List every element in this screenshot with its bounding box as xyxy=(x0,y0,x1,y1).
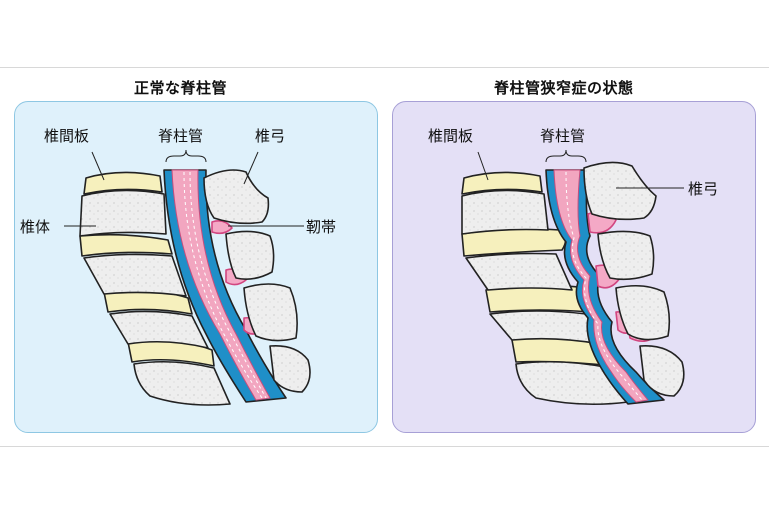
spinal-cord xyxy=(171,169,271,401)
stenosis-panel-title: 脊柱管狭窄症の状態 xyxy=(494,79,634,97)
vertebral-body xyxy=(489,310,601,345)
ligament xyxy=(211,220,233,235)
stenosis-arch-label: 椎弓 xyxy=(688,180,719,198)
vertebral-arch xyxy=(269,344,311,393)
normal-spine xyxy=(79,169,311,406)
vertebral-body xyxy=(109,310,209,349)
vertebral-arch xyxy=(583,161,657,221)
intervertebral-disc xyxy=(461,171,543,195)
vertebral-body xyxy=(461,189,549,235)
stenosis-canal-label: 脊柱管 xyxy=(540,127,586,145)
vertebral-body xyxy=(79,189,167,237)
stenosis-leader-lines xyxy=(477,149,684,189)
normal-panel-title: 正常な脊柱管 xyxy=(134,79,228,97)
vertebral-arch xyxy=(243,283,298,342)
vertebral-arch xyxy=(203,169,270,225)
intervertebral-disc xyxy=(79,233,173,257)
vertebral-arch xyxy=(639,345,685,397)
vertebral-arch xyxy=(615,284,671,341)
vertebral-body xyxy=(133,360,231,406)
vertebral-body xyxy=(465,252,573,291)
normal-canal-label: 脊柱管 xyxy=(158,127,204,145)
normal-disc-label: 椎間板 xyxy=(44,127,90,145)
vertebral-arch xyxy=(597,230,655,281)
normal-arch-label: 椎弓 xyxy=(255,127,286,145)
spinal-cord-compressed xyxy=(553,169,649,403)
vertebral-body xyxy=(83,253,187,297)
normal-body-label: 椎体 xyxy=(20,218,51,236)
vertebral-arch xyxy=(225,230,275,280)
figure-frame xyxy=(0,67,769,447)
stenosis-disc-label: 椎間板 xyxy=(428,127,474,145)
vertebral-body xyxy=(515,360,629,406)
stenosis-spine xyxy=(461,161,685,406)
normal-leader-lines xyxy=(64,149,304,227)
normal-ligament-label: 靭帯 xyxy=(306,218,337,236)
